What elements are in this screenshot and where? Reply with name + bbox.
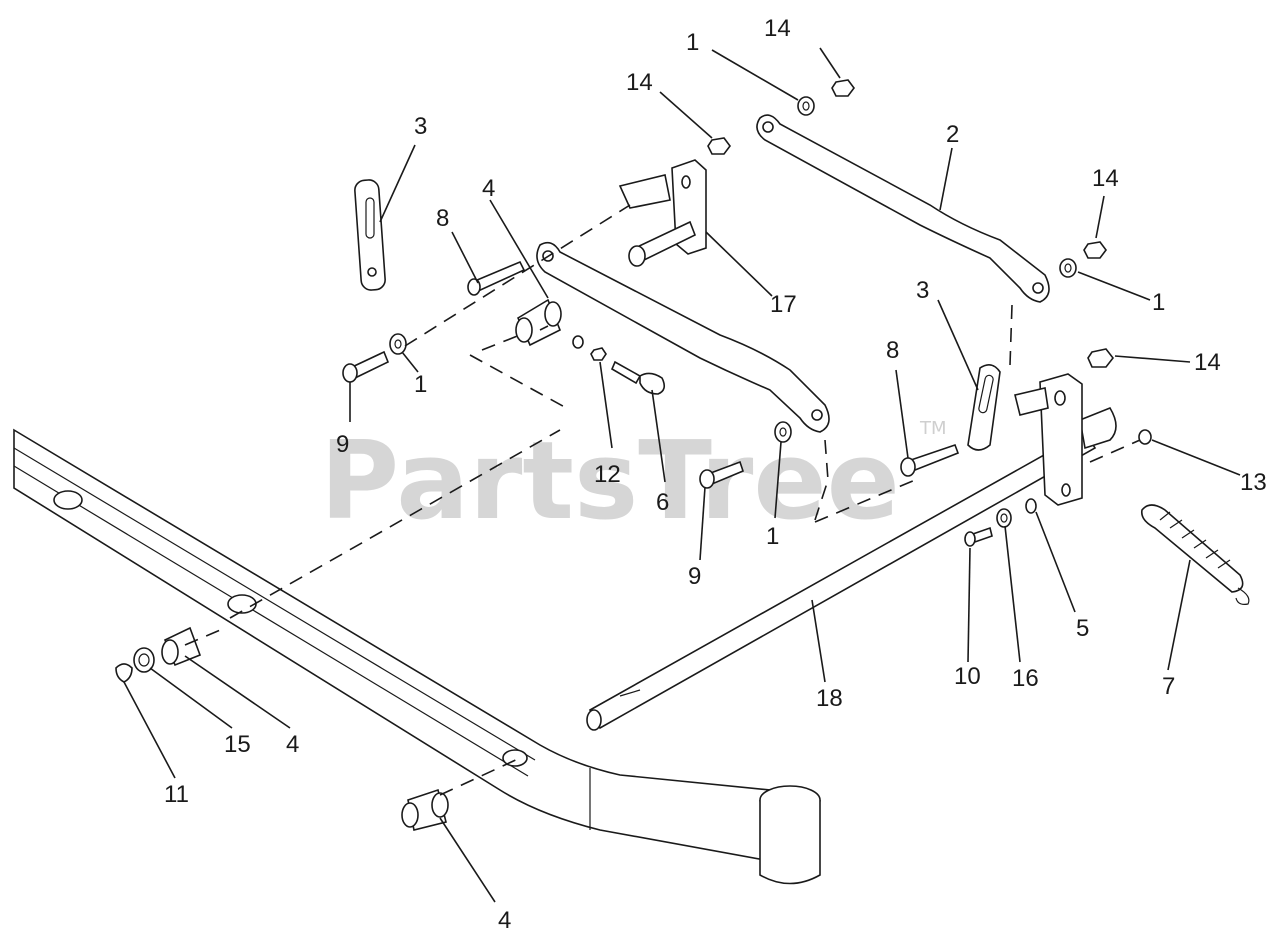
callout-4: 4: [286, 731, 299, 758]
callout-18: 18: [816, 685, 843, 712]
callout-17: 17: [770, 291, 797, 318]
callout-8: 8: [886, 337, 899, 364]
rock-shaft: [586, 407, 1117, 731]
bolts: [342, 350, 993, 547]
clevis-pin: [610, 360, 666, 395]
callout-14: 14: [764, 15, 791, 42]
callout-12: 12: [594, 461, 621, 488]
callout-1: 1: [1152, 289, 1165, 316]
assembly-lines: [184, 204, 1141, 796]
callout-3: 3: [916, 277, 929, 304]
watermark-trademark: TM: [919, 418, 947, 439]
bushing-bottom: [401, 788, 449, 831]
callout-1: 1: [414, 371, 427, 398]
callouts: 14 1 14 3 2 14 4 8 17 1 3 8 14 1 12 6 9 …: [164, 15, 1267, 934]
callout-1: 1: [686, 29, 699, 56]
adjuster-link-left: [354, 179, 386, 291]
bushing-upper: [515, 298, 562, 347]
lift-link-upper: [756, 114, 1050, 303]
bushing-left: [161, 626, 202, 667]
lift-bracket: [618, 159, 707, 267]
callout-14: 14: [1194, 349, 1221, 376]
hardware: [115, 79, 1152, 683]
callout-3: 3: [414, 113, 427, 140]
callout-11: 11: [164, 781, 189, 808]
callout-4: 4: [482, 175, 495, 202]
callout-10: 10: [954, 663, 981, 690]
callout-9: 9: [688, 563, 701, 590]
adjuster-link-right: [967, 364, 1001, 451]
callout-16: 16: [1012, 665, 1039, 692]
pin-right: [900, 443, 960, 477]
watermark-text: PartsTree: [320, 419, 900, 544]
callout-6: 6: [656, 489, 669, 516]
callout-9: 9: [336, 431, 349, 458]
callout-15: 15: [224, 731, 251, 758]
right-lift-plate: [1014, 373, 1083, 506]
callout-8: 8: [436, 205, 449, 232]
callout-14: 14: [1092, 165, 1119, 192]
leader-lines: [123, 47, 1241, 903]
pin-left: [467, 260, 526, 296]
callout-7: 7: [1162, 673, 1175, 700]
callout-13: 13: [1240, 469, 1267, 496]
spring: [1140, 504, 1250, 605]
callout-5: 5: [1076, 615, 1089, 642]
callout-1: 1: [766, 523, 779, 550]
callout-4: 4: [498, 907, 511, 934]
callout-14: 14: [626, 69, 653, 96]
callout-2: 2: [946, 121, 959, 148]
